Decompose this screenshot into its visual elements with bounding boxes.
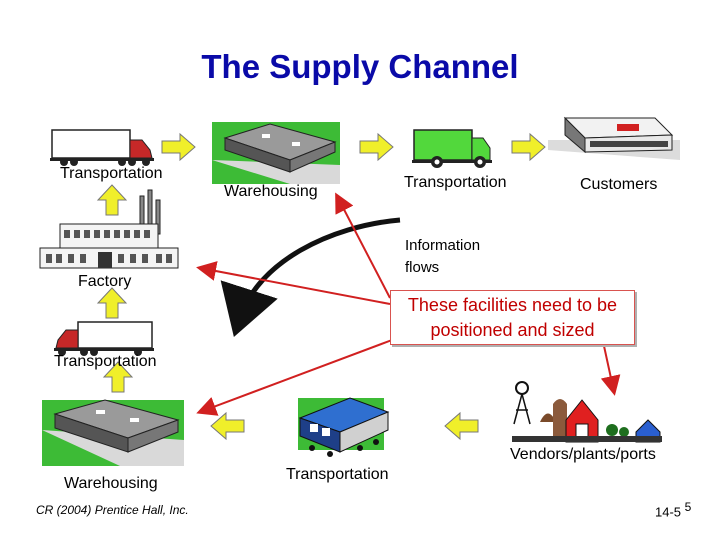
pointer-line-factory (196, 261, 391, 305)
pointer-line-warehouse-bottom (196, 339, 393, 416)
factory-icon (39, 189, 179, 269)
footer-credit: CR (2004) Prentice Hall, Inc. (36, 503, 189, 517)
callout-line-2: positioned and sized (430, 320, 595, 340)
label-transportation-left: Transportation (54, 353, 157, 370)
page-number-text: 14-5 (655, 504, 682, 520)
flow-arrow-truck-to-customers (511, 132, 546, 162)
label-warehousing-bottom: Warehousing (64, 475, 158, 492)
label-customers: Customers (580, 176, 658, 193)
label-warehousing-top: Warehousing (224, 183, 318, 200)
pointer-line-vendors (600, 345, 621, 396)
information-flows-line-1: Information (405, 237, 481, 254)
green-truck-icon (412, 129, 492, 168)
page-title: The Supply Channel (201, 48, 519, 85)
truck-icon-top-left (50, 129, 154, 166)
farm-icon (512, 381, 662, 443)
flow-arrow-vendors-to-train (444, 411, 479, 441)
callout-box: These facilities need to be positioned a… (390, 290, 635, 345)
label-transportation-top-mid: Transportation (404, 174, 507, 191)
flow-arrow-warehouse-to-truck-left (102, 361, 134, 393)
information-flows-line-2: flows (405, 259, 440, 276)
train-icon (298, 397, 390, 457)
warehouse-icon-bottom (42, 399, 184, 466)
flow-arrow-train-to-warehouse (210, 411, 245, 441)
callout-line-1: These facilities need to be (407, 295, 618, 315)
flow-arrow-truck-to-factory (96, 287, 128, 319)
flow-arrow-factory-to-truck (96, 184, 128, 216)
store-icon (548, 116, 680, 160)
page-number: 14-5 5 (655, 500, 691, 519)
pointer-line-warehouse (335, 192, 391, 299)
flow-arrow-truck-to-warehouse (161, 132, 196, 162)
flow-arrow-warehouse-to-truck (359, 132, 394, 162)
label-vendors: Vendors/plants/ports (510, 446, 656, 463)
page-superscript: 5 (684, 500, 692, 514)
label-transportation-bottom: Transportation (286, 466, 389, 483)
warehouse-icon-top (212, 122, 340, 184)
truck-icon-left (54, 321, 154, 356)
information-flows-label: Information flows (405, 235, 480, 279)
label-transportation-top-left: Transportation (60, 165, 163, 182)
information-flow-arrow (220, 217, 401, 338)
label-factory: Factory (78, 273, 132, 290)
